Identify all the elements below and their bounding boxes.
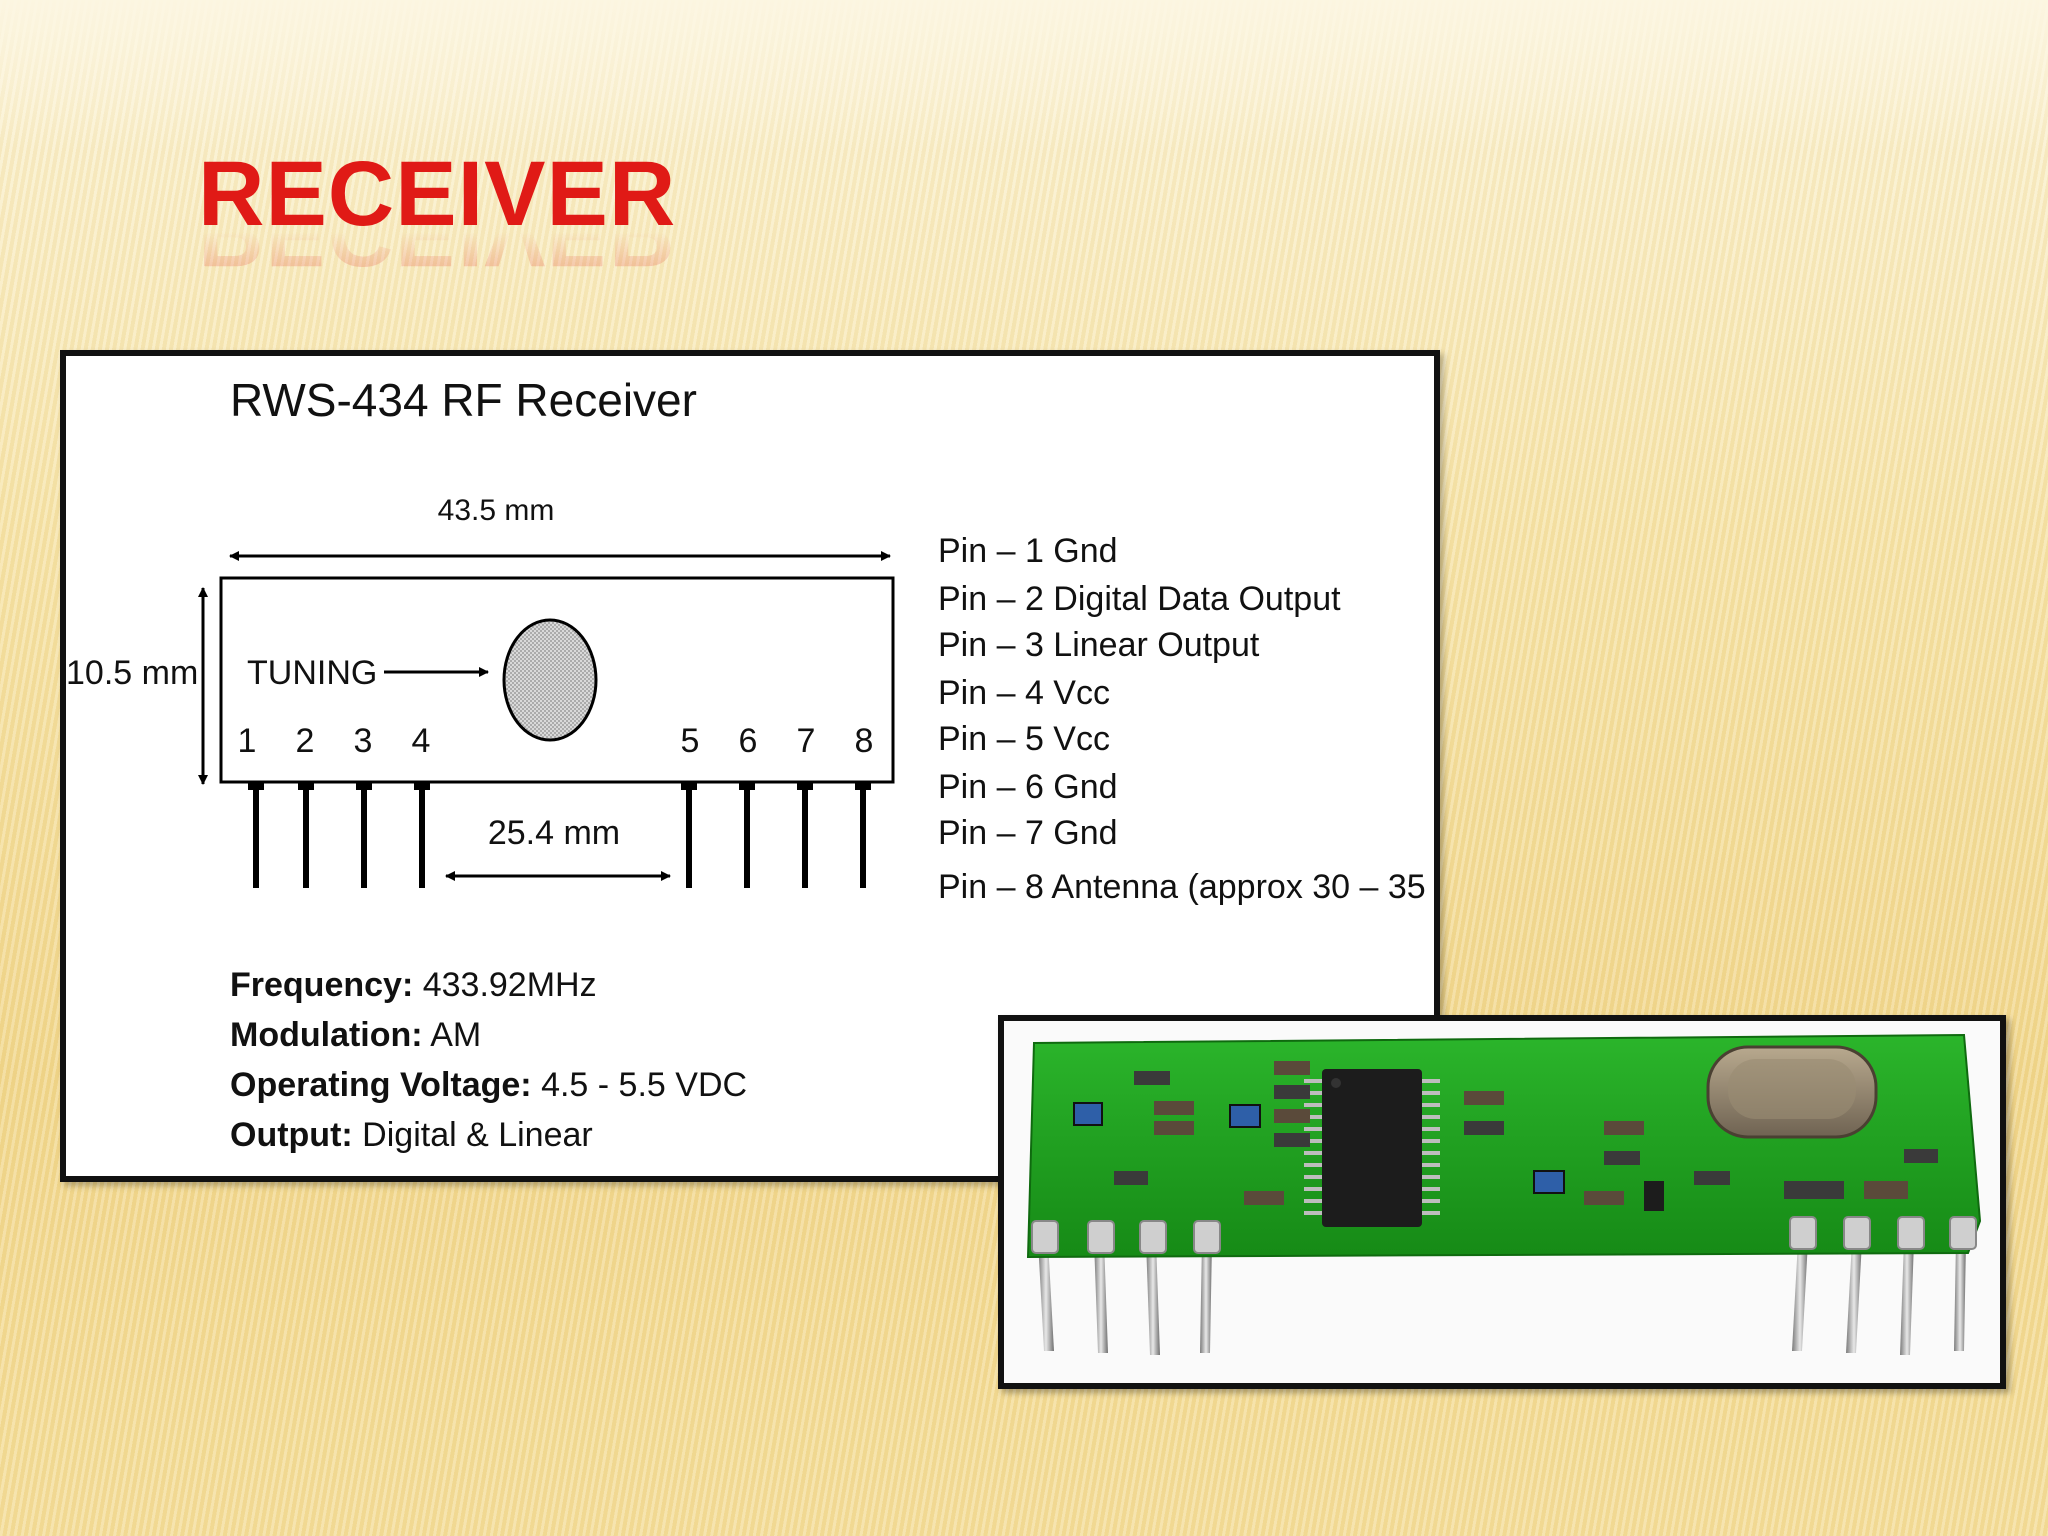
pin-stubs [248, 782, 871, 790]
pin-number: 8 [855, 722, 874, 760]
slide-title-reflection: Receiver [198, 232, 676, 280]
receiver-diagram: RWS-434 RF Receiver 43.5 mm 10.5 mm TUNI… [60, 350, 1492, 1182]
width-dimension-label: 43.5 mm [438, 494, 555, 527]
pin-item: Pin – 6 Gnd [938, 768, 1118, 806]
spec-label: Operating Voltage: [230, 1066, 532, 1104]
receiver-diagram-svg: RWS-434 RF Receiver 43.5 mm 10.5 mm TUNI… [66, 374, 1492, 1154]
spec-output: Output: Digital & Linear [230, 1116, 593, 1154]
crystal-oscillator [1706, 1045, 1878, 1139]
spec-modulation: Modulation: AM [230, 1016, 481, 1054]
spec-operating-voltage: Operating Voltage: 4.5 - 5.5 VDC [230, 1066, 747, 1104]
pin-item: Pin – 5 Vcc [938, 720, 1110, 758]
spec-value: AM [430, 1016, 481, 1054]
spec-value: Digital & Linear [362, 1116, 593, 1154]
pin-number: 2 [296, 722, 315, 760]
pin-item: Pin – 1 Gnd [938, 532, 1118, 570]
spec-label: Frequency: [230, 966, 413, 1004]
spec-value: 4.5 - 5.5 VDC [541, 1066, 747, 1104]
tuning-label: TUNING [247, 654, 377, 692]
background-highlight [0, 0, 2048, 150]
spec-frequency: Frequency: 433.92MHz [230, 966, 597, 1004]
pin-item: Pin – 2 Digital Data Output [938, 580, 1341, 618]
photo-pins [1038, 1241, 1966, 1355]
slide-title: Receiver [198, 143, 677, 245]
spec-list: Frequency: 433.92MHz Modulation: AM Oper… [230, 966, 747, 1154]
pin-item: Pin – 8 Antenna (approx 30 – 35 cm) [938, 868, 1434, 906]
spec-value: 433.92MHz [423, 966, 597, 1004]
pin-item: Pin – 7 Gnd [938, 814, 1118, 852]
receiver-photo-svg [1004, 1021, 2000, 1383]
ic-chip [1304, 1069, 1440, 1227]
pin-list: Pin – 1 Gnd Pin – 2 Digital Data Output … [938, 532, 1492, 906]
pin-legs [253, 784, 866, 888]
pin-number: 3 [354, 722, 373, 760]
smd-components [1073, 1061, 1938, 1211]
height-dimension-label: 10.5 mm [66, 654, 198, 692]
diagram-title: RWS-434 RF Receiver [230, 374, 697, 426]
pin-item: Pin – 3 Linear Output [938, 626, 1260, 664]
spec-label: Modulation: [230, 1016, 423, 1054]
pin-number: 4 [412, 722, 431, 760]
pin-number: 7 [797, 722, 816, 760]
pin-number: 6 [739, 722, 758, 760]
pin-number: 5 [681, 722, 700, 760]
title-block: Receiver Receiver [198, 148, 676, 280]
receiver-photo [998, 1015, 2006, 1389]
solder-pads [1031, 1216, 1977, 1254]
pin-spacing-label: 25.4 mm [488, 814, 620, 852]
spec-label: Output: [230, 1116, 353, 1154]
tuning-coil [502, 618, 598, 742]
pin-item: Pin – 4 Vcc [938, 674, 1110, 712]
pin-number: 1 [238, 722, 257, 760]
